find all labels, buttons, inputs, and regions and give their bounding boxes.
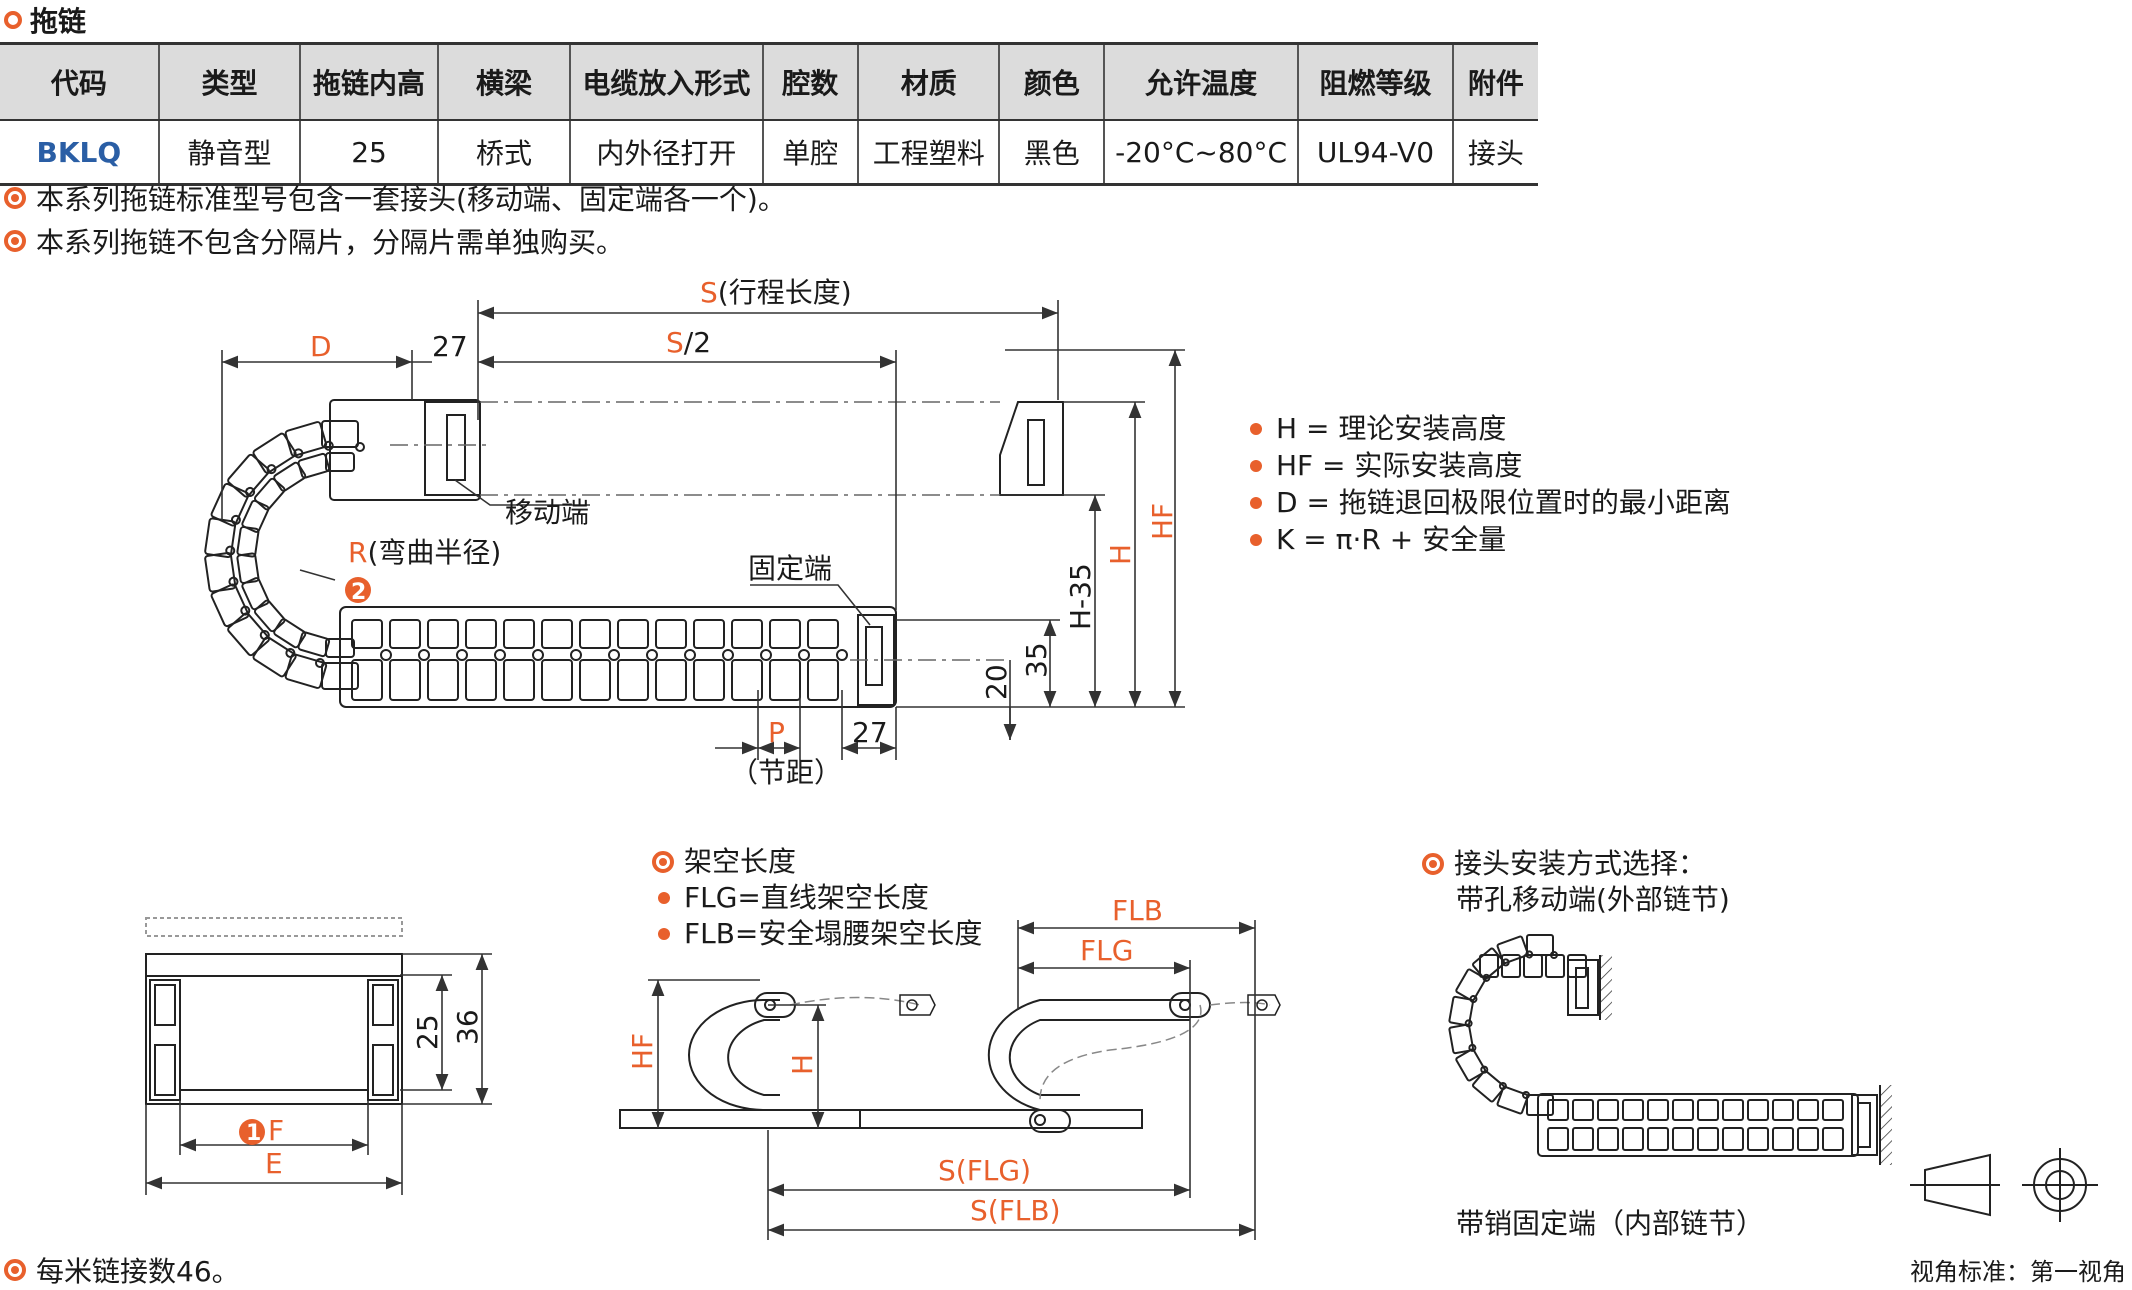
dim-d-label: D — [310, 330, 332, 363]
mount-heading: 接头安装方式选择： — [1422, 846, 1730, 882]
badge-2-icon — [345, 577, 371, 603]
dim-36: 36 — [451, 1009, 484, 1045]
footer-links-per-meter: 每米链接数46。 — [4, 1250, 240, 1290]
bullet-ring-icon — [4, 230, 26, 252]
header-cell: 拖链内高 — [299, 42, 438, 121]
header-cell: 附件 — [1451, 42, 1538, 121]
cell-crossbar: 桥式 — [436, 120, 571, 186]
note-1: 本系列拖链标准型号包含一套接头(移动端、固定端各一个)。 — [4, 178, 786, 218]
dim-s2-label: S/2 — [666, 326, 711, 359]
cell-flame-rating: UL94-V0 — [1297, 120, 1453, 186]
cell-color: 黑色 — [998, 120, 1105, 186]
mount-legend: 接头安装方式选择： 带孔移动端(外部链节) — [1422, 846, 1730, 918]
dim-flg: FLG — [1080, 934, 1133, 967]
bullet-dot-icon — [1250, 533, 1262, 546]
bullet-dot-icon — [1250, 459, 1262, 472]
cell-inner-height: 25 — [299, 120, 438, 186]
bullet-dot-icon — [658, 892, 670, 904]
header-cell: 横梁 — [436, 42, 571, 121]
dim-p-label: P — [768, 716, 785, 749]
dim-27-top: 27 — [432, 330, 468, 363]
section-ring-icon — [4, 11, 22, 29]
dim-span-h: H — [786, 1054, 819, 1075]
first-angle-projection-icon — [1910, 1148, 2098, 1222]
table-row: BKLQ 静音型 25 桥式 内外径打开 单腔 工程塑料 黑色 -20°C~80… — [0, 120, 1538, 186]
dim-hf: HF — [1146, 503, 1179, 540]
cell-material: 工程塑料 — [856, 120, 1000, 186]
cell-cable-entry: 内外径打开 — [569, 120, 763, 186]
bullet-dot-icon — [658, 928, 670, 940]
dim-h: H — [1104, 544, 1137, 565]
header-cell: 阻燃等级 — [1297, 42, 1453, 121]
cell-code: BKLQ — [0, 120, 159, 186]
dim-25: 25 — [411, 1014, 444, 1050]
dim-27-bottom: 27 — [852, 716, 888, 749]
bullet-dot-icon — [1250, 496, 1262, 509]
header-cell: 允许温度 — [1103, 42, 1299, 121]
bullet-ring-icon — [1422, 853, 1444, 875]
pitch-label: （节距） — [730, 756, 842, 789]
header-cell: 类型 — [157, 42, 301, 121]
mount-diagram — [1448, 934, 1892, 1165]
cross-section — [145, 917, 403, 1105]
note-text: 本系列拖链标准型号包含一套接头(移动端、固定端各一个)。 — [36, 183, 786, 216]
span-item: FLG=直线架空长度 — [658, 880, 982, 916]
bullet-ring-icon — [652, 851, 674, 873]
section-title-text: 拖链 — [30, 5, 87, 38]
bullet-dot-icon — [1250, 422, 1262, 435]
header-cell: 颜色 — [998, 42, 1105, 121]
badge-1-icon — [239, 1119, 265, 1145]
span-diagram — [619, 992, 1211, 1133]
bend-radius-label: R(弯曲半径) — [348, 536, 501, 569]
dim-35: 35 — [1020, 642, 1053, 678]
span-legend: 架空长度 FLG=直线架空长度 FLB=安全塌腰架空长度 — [652, 844, 982, 952]
mount-fixed-caption: 带销固定端（内部链节） — [1456, 1207, 1765, 1240]
legend-list: H = 理论安装高度 HF = 实际安装高度 D = 拖链退回极限位置时的最小距… — [1250, 410, 1731, 558]
header-cell: 腔数 — [761, 42, 858, 121]
note-text: 本系列拖链不包含分隔片，分隔片需单独购买。 — [36, 226, 625, 259]
dim-h-minus-35: H-35 — [1064, 563, 1097, 630]
note-2: 本系列拖链不包含分隔片，分隔片需单独购买。 — [4, 221, 624, 261]
dim-e-label: E — [265, 1147, 283, 1180]
moving-end-label: 移动端 — [505, 496, 589, 529]
header-cell: 材质 — [856, 42, 1000, 121]
view-standard: 视角标准：第一视角 — [1910, 1258, 2126, 1286]
spec-table: 代码 类型 拖链内高 横梁 电缆放入形式 腔数 材质 颜色 允许温度 阻燃等级 … — [0, 42, 1538, 186]
header-cell: 代码 — [0, 42, 159, 121]
spec-table-header: 代码 类型 拖链内高 横梁 电缆放入形式 腔数 材质 颜色 允许温度 阻燃等级 … — [0, 42, 1538, 121]
dim-20: 20 — [980, 664, 1013, 700]
span-heading: 架空长度 — [652, 844, 982, 880]
mount-subheading: 带孔移动端(外部链节) — [1456, 883, 1730, 916]
cell-accessory: 接头 — [1451, 120, 1538, 186]
badge-2-text: 2 — [351, 580, 366, 605]
header-cell: 电缆放入形式 — [569, 42, 763, 121]
dim-s-flb: S(FLB) — [970, 1194, 1061, 1227]
dim-s-label: S(行程长度) — [700, 276, 852, 309]
legend-item: D = 拖链退回极限位置时的最小距离 — [1250, 484, 1731, 521]
dim-flb: FLB — [1112, 894, 1163, 927]
main-chain — [204, 399, 1064, 708]
legend-item: K = π·R + 安全量 — [1250, 521, 1731, 558]
cell-cavity: 单腔 — [761, 120, 858, 186]
bullet-ring-icon — [4, 187, 26, 209]
section-title: 拖链 — [0, 0, 86, 40]
cell-temperature: -20°C~80°C — [1103, 120, 1299, 186]
cell-type: 静音型 — [157, 120, 301, 186]
dim-f-label: F — [268, 1114, 284, 1147]
legend-item: HF = 实际安装高度 — [1250, 447, 1731, 484]
span-item: FLB=安全塌腰架空长度 — [658, 916, 982, 952]
legend-item: H = 理论安装高度 — [1250, 410, 1731, 447]
bullet-ring-icon — [4, 1259, 26, 1281]
dim-s-flg: S(FLG) — [938, 1154, 1031, 1187]
dim-span-hf: HF — [626, 1033, 659, 1070]
badge-1-text: 1 — [246, 1121, 261, 1146]
fixed-end-label: 固定端 — [748, 552, 832, 585]
